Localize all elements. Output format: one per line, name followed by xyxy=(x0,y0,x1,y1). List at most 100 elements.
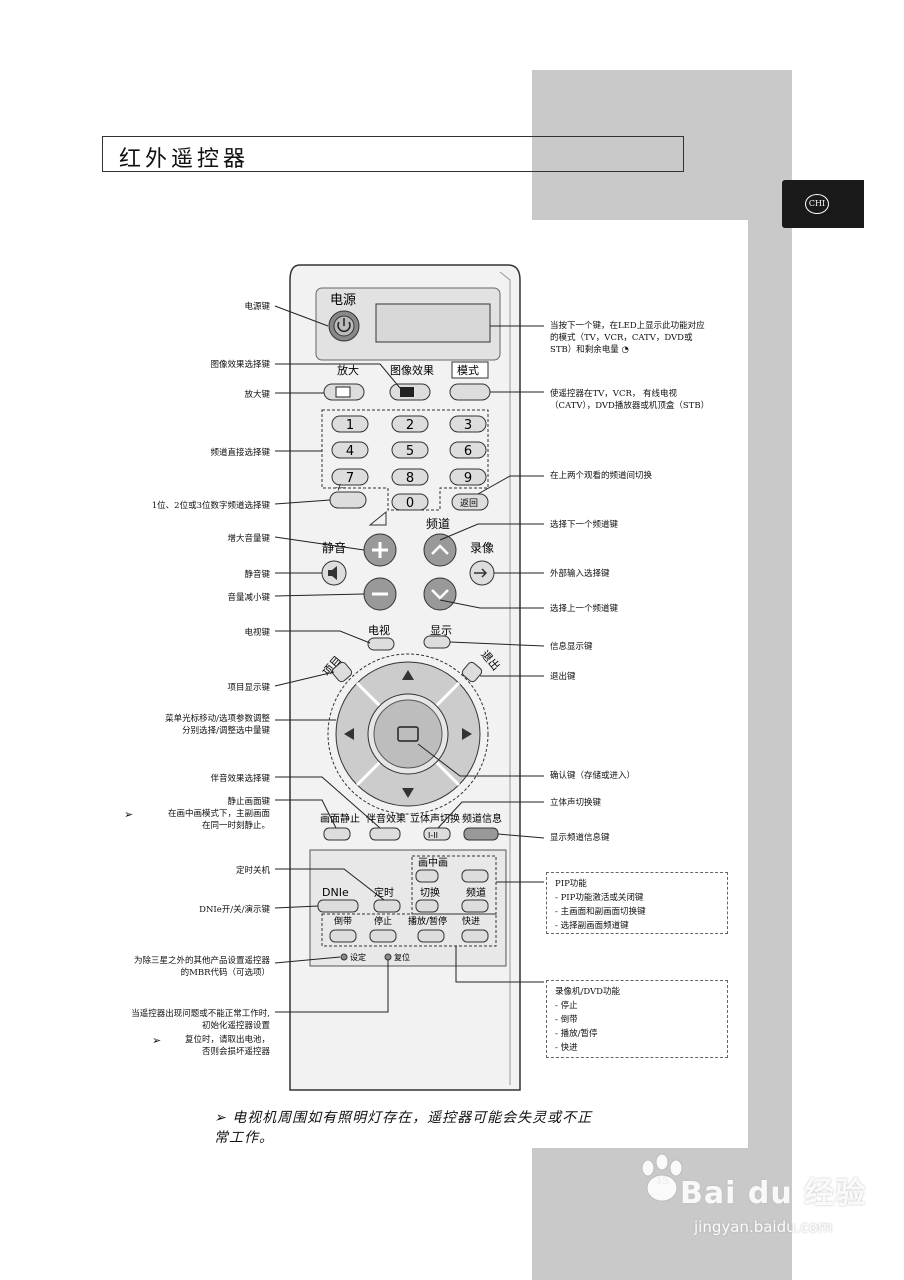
digit-button-4[interactable] xyxy=(331,441,369,459)
label-reset-note: 复位时，请取出电池， 否则会损坏遥控器 xyxy=(184,1035,270,1057)
label-led: 当按下一个键，在LED上显示此功能对应 的模式（TV，VCR，CATV，DVD或… xyxy=(550,321,705,355)
remote-key-label: 画中画 xyxy=(418,856,448,869)
label-vol-down: 音量减小键 xyxy=(227,593,270,603)
remote-key-label: DNIe xyxy=(322,886,349,899)
digit-label: 3 xyxy=(464,418,472,433)
digit-button-8[interactable] xyxy=(391,468,429,486)
mode-button[interactable] xyxy=(449,383,491,401)
footer-note: ➢ 电视机周围如有照明灯存在，遥控器可能会失灵或不正 常工作。 xyxy=(214,1110,593,1146)
page-title: 红外遥控器 xyxy=(119,147,250,172)
digit-select-button[interactable] xyxy=(329,491,367,509)
label-dnie: DNIe开/关/演示键 xyxy=(199,905,270,915)
label-exit: 退出键 xyxy=(550,672,576,682)
vcr-function-box: 录像机/DVD功能 - 停止 - 倒带 - 播放/暂停 - 快进 xyxy=(546,980,728,1058)
sound-effect-button[interactable] xyxy=(369,827,401,841)
label-vol-up: 增大音量键 xyxy=(227,534,270,544)
tv-button[interactable] xyxy=(367,637,395,651)
dpad-right[interactable] xyxy=(462,728,472,740)
label-cursor: 菜单光标移动/选项参数调整 分别选择/调整选中量键 xyxy=(165,714,270,736)
digit-button-5[interactable] xyxy=(391,441,429,459)
label-picture-effect: 图像效果选择键 xyxy=(210,360,270,370)
channel-down-button[interactable] xyxy=(423,577,457,611)
signal-icon: ◔ xyxy=(618,345,629,355)
stereo-button[interactable] xyxy=(423,827,451,841)
digit-label: 4 xyxy=(346,444,354,459)
play-pause-button[interactable] xyxy=(417,929,445,943)
remote-key-label: 切换 xyxy=(420,886,440,899)
digit-button-1[interactable] xyxy=(331,415,369,433)
grey-panel-top xyxy=(532,70,792,220)
set-button[interactable] xyxy=(340,953,348,961)
swap-button[interactable] xyxy=(415,899,439,913)
remote-key-label: 频道信息 xyxy=(462,812,502,825)
pip-button[interactable] xyxy=(415,869,439,883)
remote-key-label: 模式 xyxy=(457,364,479,377)
remote-key-label: 显示 xyxy=(430,624,452,637)
digit-label: 1 xyxy=(346,418,354,433)
label-power: 电源键 xyxy=(244,302,270,312)
label-enter: 确认键（存储或进入） xyxy=(550,771,636,781)
sleep-button[interactable] xyxy=(373,899,401,913)
language-badge: CHI xyxy=(782,180,864,228)
info-button[interactable] xyxy=(423,635,451,649)
note-arrow-icon: ➢ xyxy=(214,1110,233,1126)
label-ch-info: 显示频道信息键 xyxy=(550,833,610,843)
baidu-paw-icon xyxy=(641,1153,683,1202)
remote-key-label: 放大 xyxy=(337,363,359,377)
digit-button-7[interactable] xyxy=(331,468,369,486)
watermark-logo: Bai du 经验 xyxy=(680,1176,867,1211)
remote-key-label: 频道 xyxy=(466,886,486,899)
remote-key-label: 设定 xyxy=(350,952,366,962)
page-title-box: 红外遥控器 xyxy=(102,136,684,172)
remote-key-label: 定时 xyxy=(374,886,394,899)
label-still: 静止画面键 xyxy=(227,797,270,807)
watermark-url: jingyan.baidu.com xyxy=(694,1218,833,1236)
channel-info-button[interactable] xyxy=(463,827,499,841)
label-stereo: 立体声切换键 xyxy=(550,798,602,808)
digit-label: 5 xyxy=(406,444,414,459)
pip-ch-down-button[interactable] xyxy=(461,899,489,913)
remote-key-label: 立体声切换 xyxy=(410,812,460,825)
digit-button-9[interactable] xyxy=(449,468,487,486)
channel-up-button[interactable] xyxy=(423,533,457,567)
menu-button[interactable] xyxy=(331,661,354,684)
label-sleep: 定时关机 xyxy=(235,866,270,876)
label-setup: 为除三星之外的其他产品设置遥控器 的MBR代码（可选项） xyxy=(133,956,270,978)
rew-button[interactable] xyxy=(329,929,357,943)
still-button[interactable] xyxy=(323,827,351,841)
digit-button-6[interactable] xyxy=(449,441,487,459)
label-source: 外部输入选择键 xyxy=(550,569,610,579)
label-ch-down: 选择上一个频道键 xyxy=(550,604,619,614)
prev-channel-button[interactable] xyxy=(451,493,489,511)
remote-key-label: 频道 xyxy=(426,517,450,531)
digit-label: 8 xyxy=(406,471,414,486)
dpad-left[interactable] xyxy=(344,728,354,740)
ff-button[interactable] xyxy=(461,929,489,943)
remote-key-label: 停止 xyxy=(374,915,392,927)
label-ch-up: 选择下一个频道键 xyxy=(550,520,619,530)
grey-panel-right xyxy=(748,220,792,1280)
digit-button-2[interactable] xyxy=(391,415,429,433)
stop-button[interactable] xyxy=(369,929,397,943)
label-sound-effect: 伴音效果选择键 xyxy=(210,774,270,784)
pip-ch-up-button[interactable] xyxy=(461,869,489,883)
dpad-up[interactable] xyxy=(402,670,414,680)
remote-key-label: 返回 xyxy=(460,497,478,509)
exit-button[interactable] xyxy=(461,661,484,684)
label-direct-channel: 频道直接选择键 xyxy=(210,448,270,458)
reset-button[interactable] xyxy=(384,953,392,961)
remote-key-label: I-II xyxy=(428,831,438,840)
remote-key-label: 录像 xyxy=(470,541,494,555)
digit-label: 9 xyxy=(464,471,472,486)
digit-label: 7 xyxy=(346,471,354,486)
label-mute: 静音键 xyxy=(244,570,270,580)
digit-button-0[interactable] xyxy=(391,493,429,511)
dpad-down[interactable] xyxy=(402,788,414,798)
still-note-arrow-icon: ➢ xyxy=(124,808,134,821)
reset-note-arrow-icon: ➢ xyxy=(152,1034,162,1047)
dnie-button[interactable] xyxy=(317,899,359,913)
power-label: 电源 xyxy=(330,293,356,308)
remote-key-label: 伴音效果 xyxy=(366,812,406,825)
digit-button-3[interactable] xyxy=(449,415,487,433)
label-menu: 项目显示键 xyxy=(227,683,270,693)
